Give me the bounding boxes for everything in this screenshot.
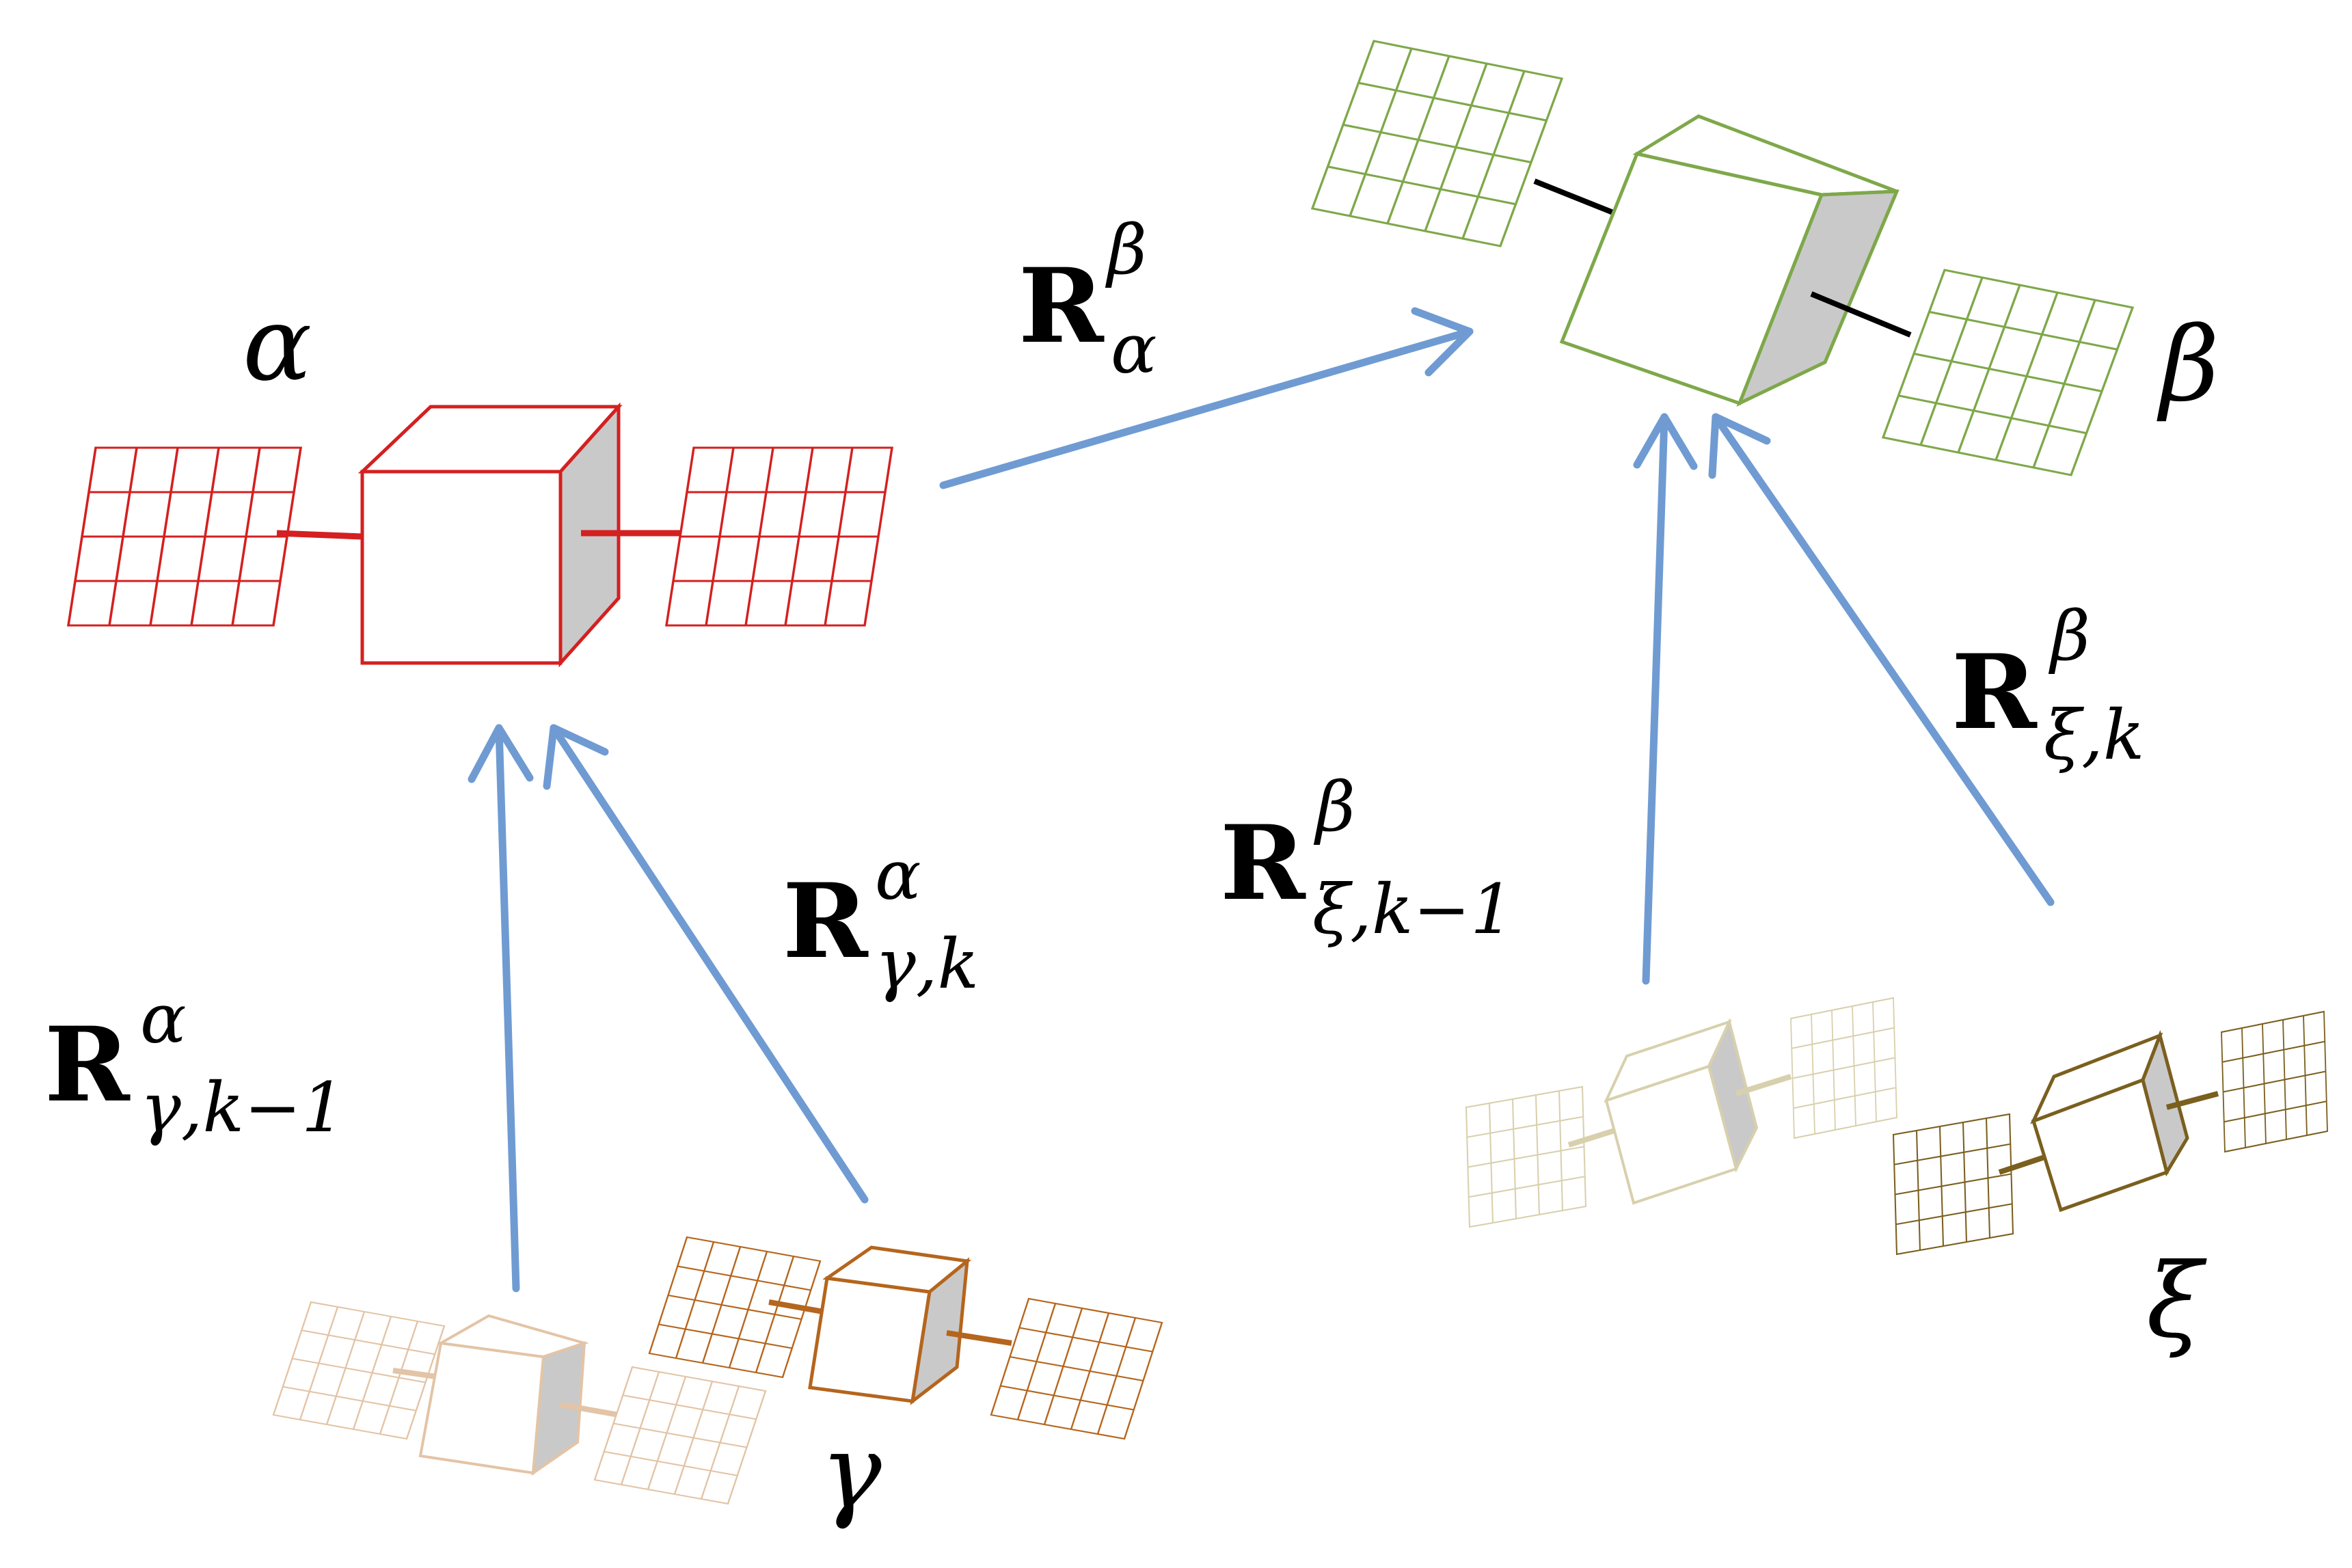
panel-strut-left [276,530,363,540]
arrows [468,307,2055,1293]
satellite-gamma-previous [272,1301,767,1505]
node-label-beta: β [2157,306,2219,424]
body-cube [808,1245,971,1405]
svg-text:R: R [1220,803,1306,923]
label-r-xi-km1: R β ξ,k−1 [1220,767,1514,949]
svg-text:R: R [44,1005,131,1125]
label-r-gamma-k: R α γ,k [783,835,979,1004]
satellite-beta [1311,40,2134,476]
panel-strut-right [946,1330,1012,1346]
solar-panel-right [593,1366,767,1505]
satellite-alpha [67,402,893,668]
arrow-xi-k-to-beta [1708,413,2055,906]
panel-strut-left [1998,1152,2052,1175]
body-cube [1559,114,1900,407]
solar-panel-left [272,1301,446,1440]
arrow-gamma-k-to-alpha [543,724,869,1204]
panel-strut-right [1810,291,1912,338]
svg-text:β: β [1313,767,1355,847]
label-r-xi-k: R β ξ,k [1951,596,2144,775]
satellite-gamma [648,1236,1163,1440]
solar-panel-left [1465,1085,1587,1228]
svg-text:R: R [783,861,869,982]
arrow-xi-km1-to-beta [1633,413,1698,985]
node-label-alpha: α [243,285,312,404]
svg-text:R: R [1018,246,1105,366]
solar-panel-left [67,446,302,627]
panel-strut-left [768,1299,828,1315]
svg-text:α: α [1111,309,1157,389]
body-cube [418,1314,589,1476]
node-label-xi: ξ [2146,1242,2207,1361]
satellite-xi-previous [1465,997,1898,1228]
body-cube [1604,1018,1759,1205]
svg-text:R: R [1951,632,2038,753]
panel-strut-left [392,1368,442,1380]
label-r-alpha-beta: R β α [1018,210,1157,389]
body-cube [2030,1029,2189,1213]
svg-text:β: β [2048,596,2090,676]
arrow-gamma-km1-to-alpha [468,724,534,1293]
node-label-gamma: γ [820,1413,882,1532]
panel-strut-right [1735,1074,1792,1096]
panel-strut-right [2165,1091,2219,1110]
svg-text:γ,k: γ,k [875,924,979,1004]
solar-panel-right [990,1297,1163,1440]
svg-text:γ,k−1: γ,k−1 [140,1068,345,1148]
svg-text:ξ,k−1: ξ,k−1 [1312,869,1514,949]
solar-panel-left [1311,40,1563,247]
solar-panel-right [1789,997,1898,1139]
panel-strut-left [1533,178,1621,218]
svg-text:α: α [140,979,187,1059]
satellite-xi [1892,1010,2329,1256]
solar-panel-left [1892,1113,2014,1256]
arrow-alpha-to-beta [939,307,1474,489]
solar-panel-right [2220,1010,2329,1153]
body-cube [357,402,623,668]
svg-text:β: β [1105,210,1147,290]
svg-text:ξ,k: ξ,k [2044,695,2144,775]
solar-panel-right [1882,269,2134,476]
label-r-gamma-km1: R α γ,k−1 [44,979,345,1148]
svg-text:α: α [875,835,921,915]
solar-panel-right [665,446,893,627]
panel-strut-right [560,1402,619,1418]
